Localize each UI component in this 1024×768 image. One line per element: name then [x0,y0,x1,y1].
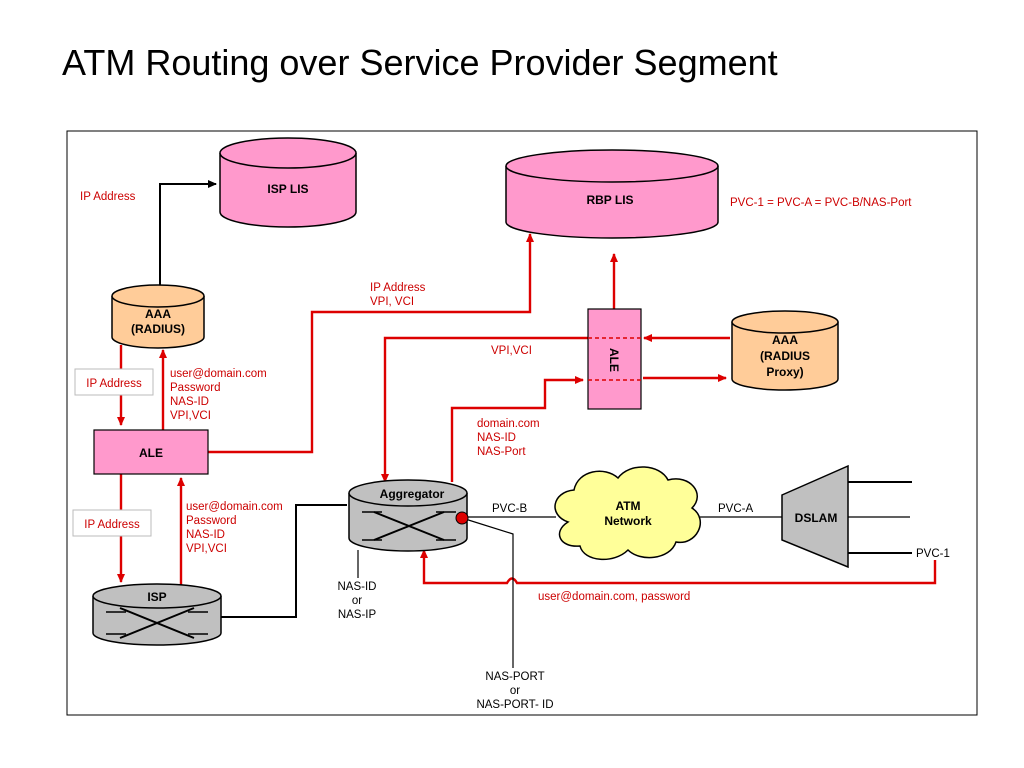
aggregator-to-ale-right-line [450,376,584,482]
ale-right-to-aggregator-line [381,336,588,483]
aggregator-port-dot [455,511,469,525]
ip-vpi-vci-label-1: IP Address [370,282,426,294]
dslam-label: DSLAM [795,511,838,525]
ale-left-node: ALE [93,429,209,475]
aaa-radius-label-1: AAA [145,307,171,321]
ip-address-box-1-label: IP Address [86,378,142,390]
user-creds-1-nasid: NAS-ID [170,396,209,408]
user-creds-2-email: user@domain.com [186,501,283,513]
ip-address-box-1: IP Address [74,368,154,396]
isp-lis-node: ISP LIS [219,137,357,228]
nas-port-label-1: NAS-PORT [485,671,544,683]
isp-node: ISP [92,583,222,646]
pvc-equation-label: PVC-1 = PVC-A = PVC-B/NAS-Port [730,197,912,209]
ale-right-label: ALE [607,348,621,372]
user-creds-1-email: user@domain.com [170,368,267,380]
pvc1-to-aggregator-line [420,549,937,585]
dslam-node: DSLAM [781,464,849,569]
slide-title: ATM Routing over Service Provider Segmen… [62,42,778,83]
ale-to-rbp-lis-line [208,233,534,454]
user-creds-2-vpivci: VPI,VCI [186,543,227,555]
aaa-proxy-node: AAA (RADIUS Proxy) [731,310,839,391]
nas-port-label-2: or [510,685,520,697]
aggregator-label: Aggregator [380,487,445,501]
user-creds-2-nasid: NAS-ID [186,529,225,541]
ip-address-box-2-label: IP Address [84,519,140,531]
isp-label: ISP [147,590,166,604]
nas-id-label-3: NAS-IP [338,609,377,621]
aaa-radius-node: AAA (RADIUS) [111,284,205,349]
nas-id-label-2: or [352,595,362,607]
user-creds-1-password: Password [170,382,221,394]
atm-network-node: ATM Network [554,466,702,561]
nas-id-label-1: NAS-ID [338,581,377,593]
isp-lis-label: ISP LIS [267,182,308,196]
vpi-vci-label: VPI,VCI [491,345,532,357]
rbp-lis-node: RBP LIS [505,149,719,239]
aaa-proxy-label-1: AAA [772,333,798,347]
ip-address-box-2: IP Address [72,509,152,537]
nas-port-line [461,517,514,668]
aggregator-node: Aggregator [348,479,468,552]
domain-info-domain: domain.com [477,418,540,430]
aggregator-to-isp-line [210,504,347,621]
ip-vpi-vci-label-2: VPI, VCI [370,296,414,308]
user-creds-1-vpivci: VPI,VCI [170,410,211,422]
pvc-b-label: PVC-B [492,503,527,515]
pvc-1-label: PVC-1 [916,548,950,560]
aaa-proxy-label-3: Proxy) [766,365,803,379]
domain-info-nasid: NAS-ID [477,432,516,444]
atm-network-label-2: Network [604,514,652,528]
user-creds-2-password: Password [186,515,237,527]
ale-left-label: ALE [139,446,163,460]
aaa-radius-label-2: (RADIUS) [131,322,185,336]
aaa-to-isp-lis-line [159,180,217,287]
pvc-a-label: PVC-A [718,503,753,515]
ip-address-top-label: IP Address [80,191,136,203]
user-password-label: user@domain.com, password [538,591,690,603]
rbp-lis-label: RBP LIS [586,193,633,207]
atm-network-label-1: ATM [615,499,640,513]
aaa-proxy-label-2: (RADIUS [760,349,810,363]
nas-port-label-3: NAS-PORT- ID [476,699,553,711]
ale-right-node: ALE [587,308,642,410]
domain-info-nasport: NAS-Port [477,446,526,458]
